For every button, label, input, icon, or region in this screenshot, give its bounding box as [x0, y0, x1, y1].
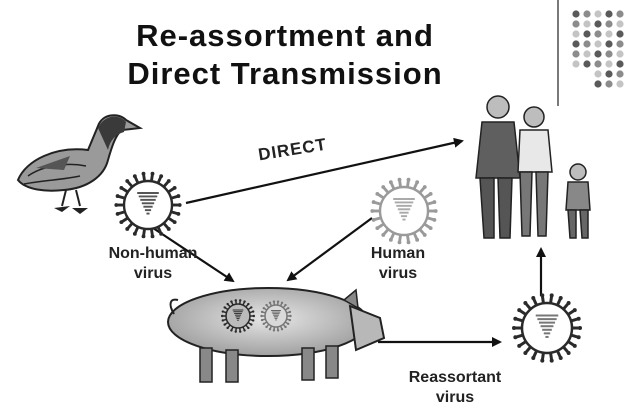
label-reassortant-virus: Reassortant virus — [385, 368, 525, 408]
label-human-virus: Human virus — [358, 244, 438, 284]
family-illustration — [476, 96, 590, 238]
label-human-line2: virus — [358, 264, 438, 284]
duck-illustration — [18, 115, 140, 214]
pig-illustration — [168, 288, 384, 382]
label-nonhuman-virus: Non-human virus — [88, 244, 218, 284]
human-virus-icon — [370, 178, 437, 245]
label-human-line1: Human — [358, 244, 438, 264]
label-reassortant-line1: Reassortant — [385, 368, 525, 388]
label-reassortant-line2: virus — [385, 388, 525, 408]
reassortant-virus-icon — [512, 293, 582, 362]
label-nonhuman-line1: Non-human — [88, 244, 218, 264]
label-nonhuman-line2: virus — [88, 264, 218, 284]
nonhuman-virus-icon — [114, 172, 181, 239]
